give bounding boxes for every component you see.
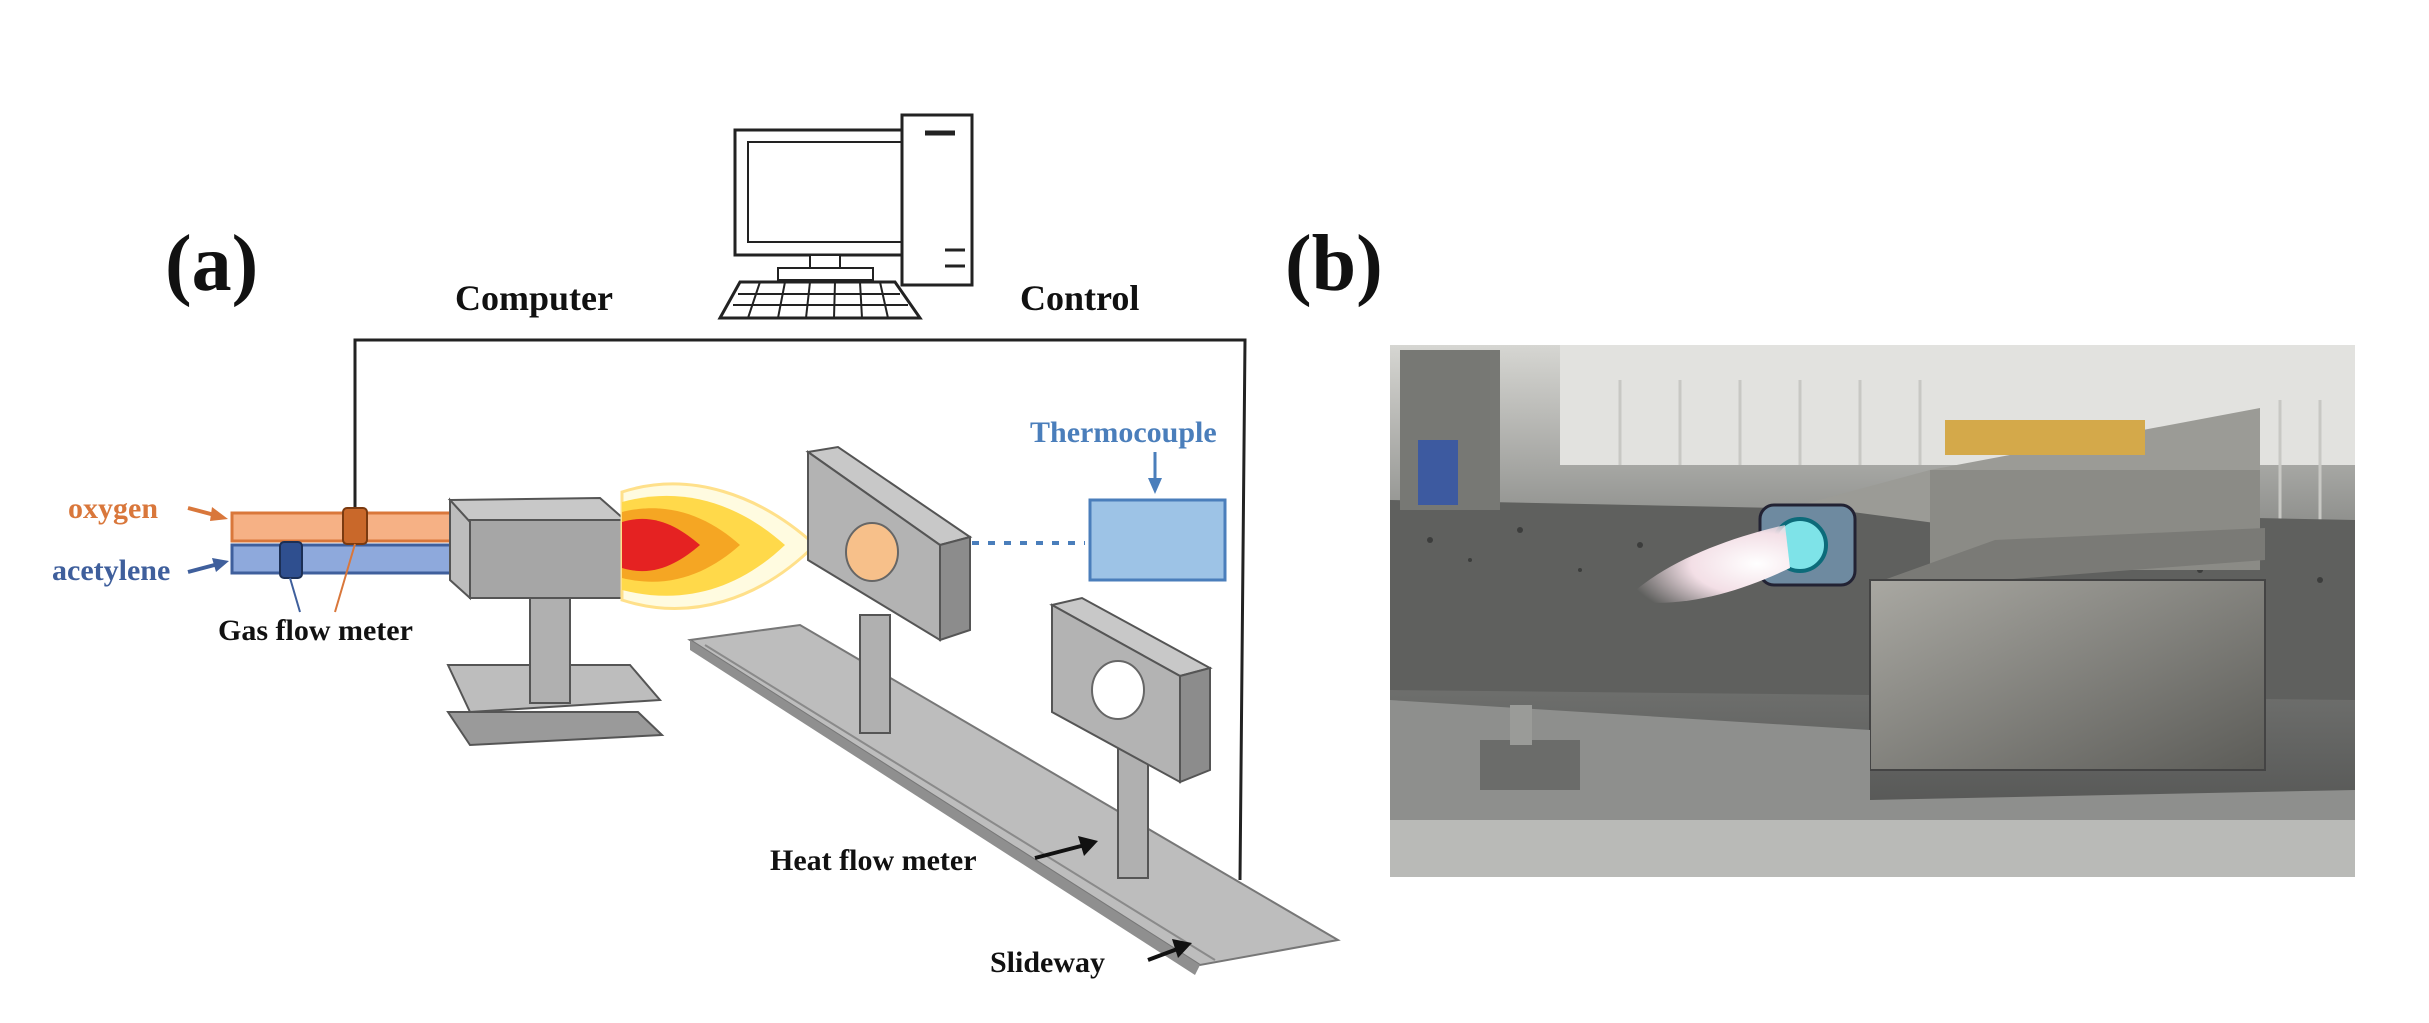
torch-assembly: [446, 496, 665, 747]
panel-b-photo: (b): [1285, 220, 2355, 877]
heat-flow-meter-1: [805, 445, 973, 734]
computer-icon: [717, 113, 974, 320]
panel-label-a: (a): [165, 220, 258, 308]
label-control: Control: [1020, 278, 1139, 318]
flame-jet-photo: [1625, 525, 1790, 603]
label-thermocouple: Thermocouple: [1030, 416, 1217, 449]
label-computer: Computer: [455, 278, 613, 318]
label-acetylene: acetylene: [52, 554, 170, 587]
heat-flow-meter-2: [1049, 596, 1213, 879]
acetylene-flow-meter-icon: [279, 541, 303, 579]
label-oxygen: oxygen: [68, 492, 158, 525]
control-wire: [353, 338, 1247, 881]
label-heat-flow-meter: Heat flow meter: [770, 844, 977, 877]
label-gas-flow-meter: Gas flow meter: [218, 614, 413, 647]
heat-flow-meter-arrow-icon: [1078, 836, 1098, 856]
flame-icon: [620, 482, 818, 610]
panel-a-schematic: (a) Computer Control: [52, 113, 1341, 979]
label-slideway: Slideway: [990, 946, 1105, 979]
slideway: [687, 623, 1341, 975]
thermocouple-box: [1088, 498, 1227, 582]
slideway-arrow-icon: [1172, 939, 1192, 958]
panel-label-b: (b): [1285, 220, 1383, 308]
oxygen-flow-meter-icon: [342, 507, 368, 545]
thermocouple-arrow-icon: [1148, 478, 1162, 494]
